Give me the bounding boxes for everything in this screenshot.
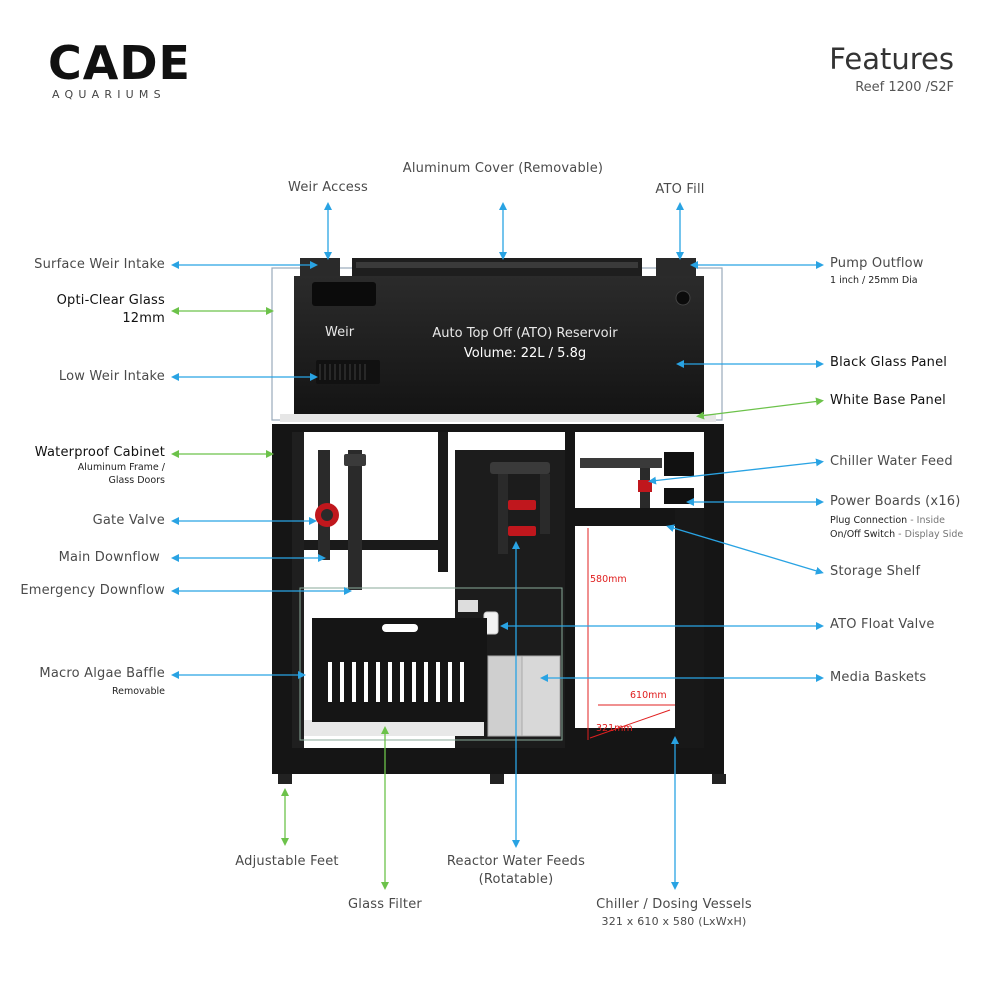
storage-shelf (575, 508, 675, 526)
callout-white-base-panel: White Base Panel (830, 393, 946, 408)
callout-weir-access: Weir Access (288, 180, 368, 195)
callout-chiller-dosing: Chiller / Dosing Vessels (596, 897, 752, 912)
dimension-lines (587, 528, 675, 740)
volume-label: Volume: 22L / 5.8g (463, 346, 587, 361)
callout-pump-outflow: Pump Outflow (830, 256, 924, 271)
page-title: Features (829, 42, 954, 76)
callout-reactor-water-feeds-sub: (Rotatable) (478, 872, 554, 887)
brand-name: CADE (48, 36, 191, 90)
callout-storage-shelf: Storage Shelf (830, 564, 921, 579)
callout-glass-filter: Glass Filter (348, 897, 422, 912)
media-basket (521, 655, 561, 737)
callout-power-boards-sub2: On/Off Switch - Display Side (830, 529, 963, 540)
callout-reactor-water-feeds: Reactor Water Feeds (446, 854, 586, 869)
callout-low-weir-intake: Low Weir Intake (58, 369, 165, 384)
callout-chiller-dosing-sub: 321 x 610 x 580 (LxWxH) (601, 915, 747, 928)
power-boards-switch-location: - Display Side (895, 529, 964, 540)
callout-power-boards-sub1: Plug Connection - Inside (830, 515, 945, 526)
weir-label: Weir (325, 325, 355, 340)
media-basket (487, 655, 523, 737)
dimension-width: 610mm (630, 690, 667, 701)
reactor-valve (508, 500, 536, 510)
dimension-length: 321mm (596, 723, 633, 734)
page-subtitle: Reef 1200 /S2F (855, 80, 954, 95)
callout-media-baskets: Media Baskets (830, 670, 927, 685)
brand-tagline: AQUARIUMS (52, 88, 166, 101)
callout-waterproof-cabinet-sub2: Glass Doors (108, 475, 165, 486)
callout-adjustable-feet: Adjustable Feet (235, 854, 339, 869)
surface-weir-intake (312, 282, 376, 306)
low-weir-intake (316, 360, 380, 384)
emergency-downflow-pipe (348, 450, 362, 590)
callout-chiller-water-feed: Chiller Water Feed (830, 454, 953, 469)
adjustable-foot (490, 774, 504, 784)
power-boards-switch: On/Off Switch (830, 529, 896, 540)
callout-main-downflow: Main Downflow (58, 550, 160, 565)
power-boards-plug-location: - Inside (907, 515, 945, 526)
callout-waterproof-cabinet: Waterproof Cabinet (34, 445, 165, 460)
callout-pump-outflow-sub: 1 inch / 25mm Dia (830, 275, 918, 286)
callout-macro-algae-baffle: Macro Algae Baffle (39, 666, 165, 681)
adjustable-foot (278, 774, 292, 784)
callout-power-boards: Power Boards (x16) (830, 494, 961, 509)
plumbing (315, 450, 694, 635)
adjustable-foot (712, 774, 726, 784)
power-board (664, 488, 694, 504)
callout-arrows (171, 202, 824, 890)
callout-opti-clear-glass: Opti-Clear Glass (56, 293, 165, 308)
callout-opti-clear-glass-sub: 12mm (122, 311, 165, 326)
power-boards-plug: Plug Connection (830, 515, 908, 526)
callout-macro-algae-baffle-sub: Removable (111, 686, 165, 697)
ato-float-valve (458, 600, 478, 612)
callout-ato-fill: ATO Fill (655, 182, 705, 197)
white-base-panel (280, 414, 716, 422)
callout-waterproof-cabinet-sub1: Aluminum Frame / (77, 462, 165, 473)
chiller-valve (638, 480, 652, 492)
reservoir-label: Auto Top Off (ATO) Reservoir (432, 326, 618, 341)
dimension-height: 580mm (590, 574, 627, 585)
display-tank (271, 258, 723, 422)
cade-logo: CADE AQUARIUMS (48, 40, 191, 101)
callout-ato-float-valve: ATO Float Valve (830, 617, 935, 632)
callout-aluminum-cover: Aluminum Cover (Removable) (402, 161, 604, 176)
reactor-valve (508, 526, 536, 536)
sump (299, 587, 563, 741)
callout-black-glass-panel: Black Glass Panel (830, 355, 948, 370)
callout-emergency-downflow: Emergency Downflow (20, 583, 165, 598)
callout-gate-valve: Gate Valve (92, 513, 165, 528)
callout-surface-weir-intake: Surface Weir Intake (34, 257, 165, 272)
glass-filter (304, 720, 484, 736)
